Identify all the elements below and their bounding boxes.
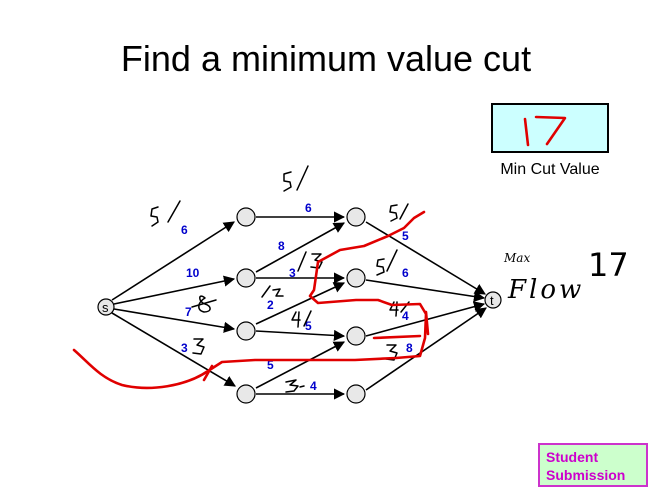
- submission-label-line1: Student: [546, 449, 599, 465]
- edge-b2-t: [365, 279, 486, 303]
- capacity-a3-b2: 2: [267, 298, 274, 312]
- edge-a4-b3: [255, 341, 345, 389]
- node-sink: [484, 291, 502, 309]
- capacity-a2-b1: 8: [278, 239, 285, 253]
- node-b2: [346, 268, 366, 288]
- node-source-label: s: [102, 300, 109, 315]
- edges: [111, 211, 487, 400]
- node-b4: [346, 384, 366, 404]
- nodes: s t: [97, 207, 502, 404]
- node-a3: [236, 321, 256, 341]
- capacity-b3-t: 4: [402, 309, 409, 323]
- min-cut-value-label: Min Cut Value: [500, 161, 600, 178]
- node-a1: [236, 207, 256, 227]
- red-cut-line: [72, 210, 430, 390]
- edge-s-a3: [113, 308, 236, 333]
- capacity-a1-b1: 6: [305, 201, 312, 215]
- capacity-s-a2: 10: [186, 266, 200, 280]
- node-source: [97, 298, 115, 316]
- node-a2: [236, 268, 256, 288]
- flow-label: Flow: [507, 275, 584, 305]
- capacity-b4-t: 8: [406, 341, 413, 355]
- edge-a2-b1: [255, 222, 345, 273]
- student-submission-button[interactable]: Student Submission: [538, 443, 648, 487]
- capacity-a4-b3: 5: [267, 358, 274, 372]
- edge-s-a1: [111, 221, 235, 301]
- edge-a3-b2: [255, 282, 346, 325]
- submission-label-line2: Submission: [546, 467, 626, 483]
- node-sink-label: t: [490, 293, 494, 308]
- edge-s-a2: [113, 275, 236, 305]
- max-flow-label: Max: [503, 251, 530, 265]
- capacity-b2-t: 6: [402, 266, 409, 280]
- edge-s-a4: [111, 312, 236, 387]
- node-b1: [346, 207, 366, 227]
- capacity-a2-b2: 3: [289, 266, 296, 280]
- capacity-a4-b4: 4: [310, 379, 317, 393]
- edge-b4-t: [365, 307, 487, 391]
- slide-title: Find a minimum value cut: [120, 38, 532, 79]
- capacity-labels: 6 10 7 3 6 8 3 2 5 5 4 5 6 4 8: [181, 201, 413, 393]
- capacity-s-a4: 3: [181, 341, 188, 355]
- handwritten-cut-value: [523, 115, 567, 147]
- capacity-s-a1: 6: [181, 223, 188, 237]
- handwritten-max-flow: Max Flow 17: [503, 246, 629, 305]
- capacity-s-a3: 7: [185, 305, 192, 319]
- capacity-a3-b3: 5: [305, 319, 312, 333]
- edge-a3-b3: [255, 329, 346, 342]
- edge-b1-t: [365, 221, 486, 295]
- capacity-b1-t: 5: [402, 229, 409, 243]
- node-a4: [236, 384, 256, 404]
- node-b3: [346, 326, 366, 346]
- min-cut-value-box[interactable]: [491, 103, 609, 153]
- max-flow-value: 17: [588, 246, 629, 284]
